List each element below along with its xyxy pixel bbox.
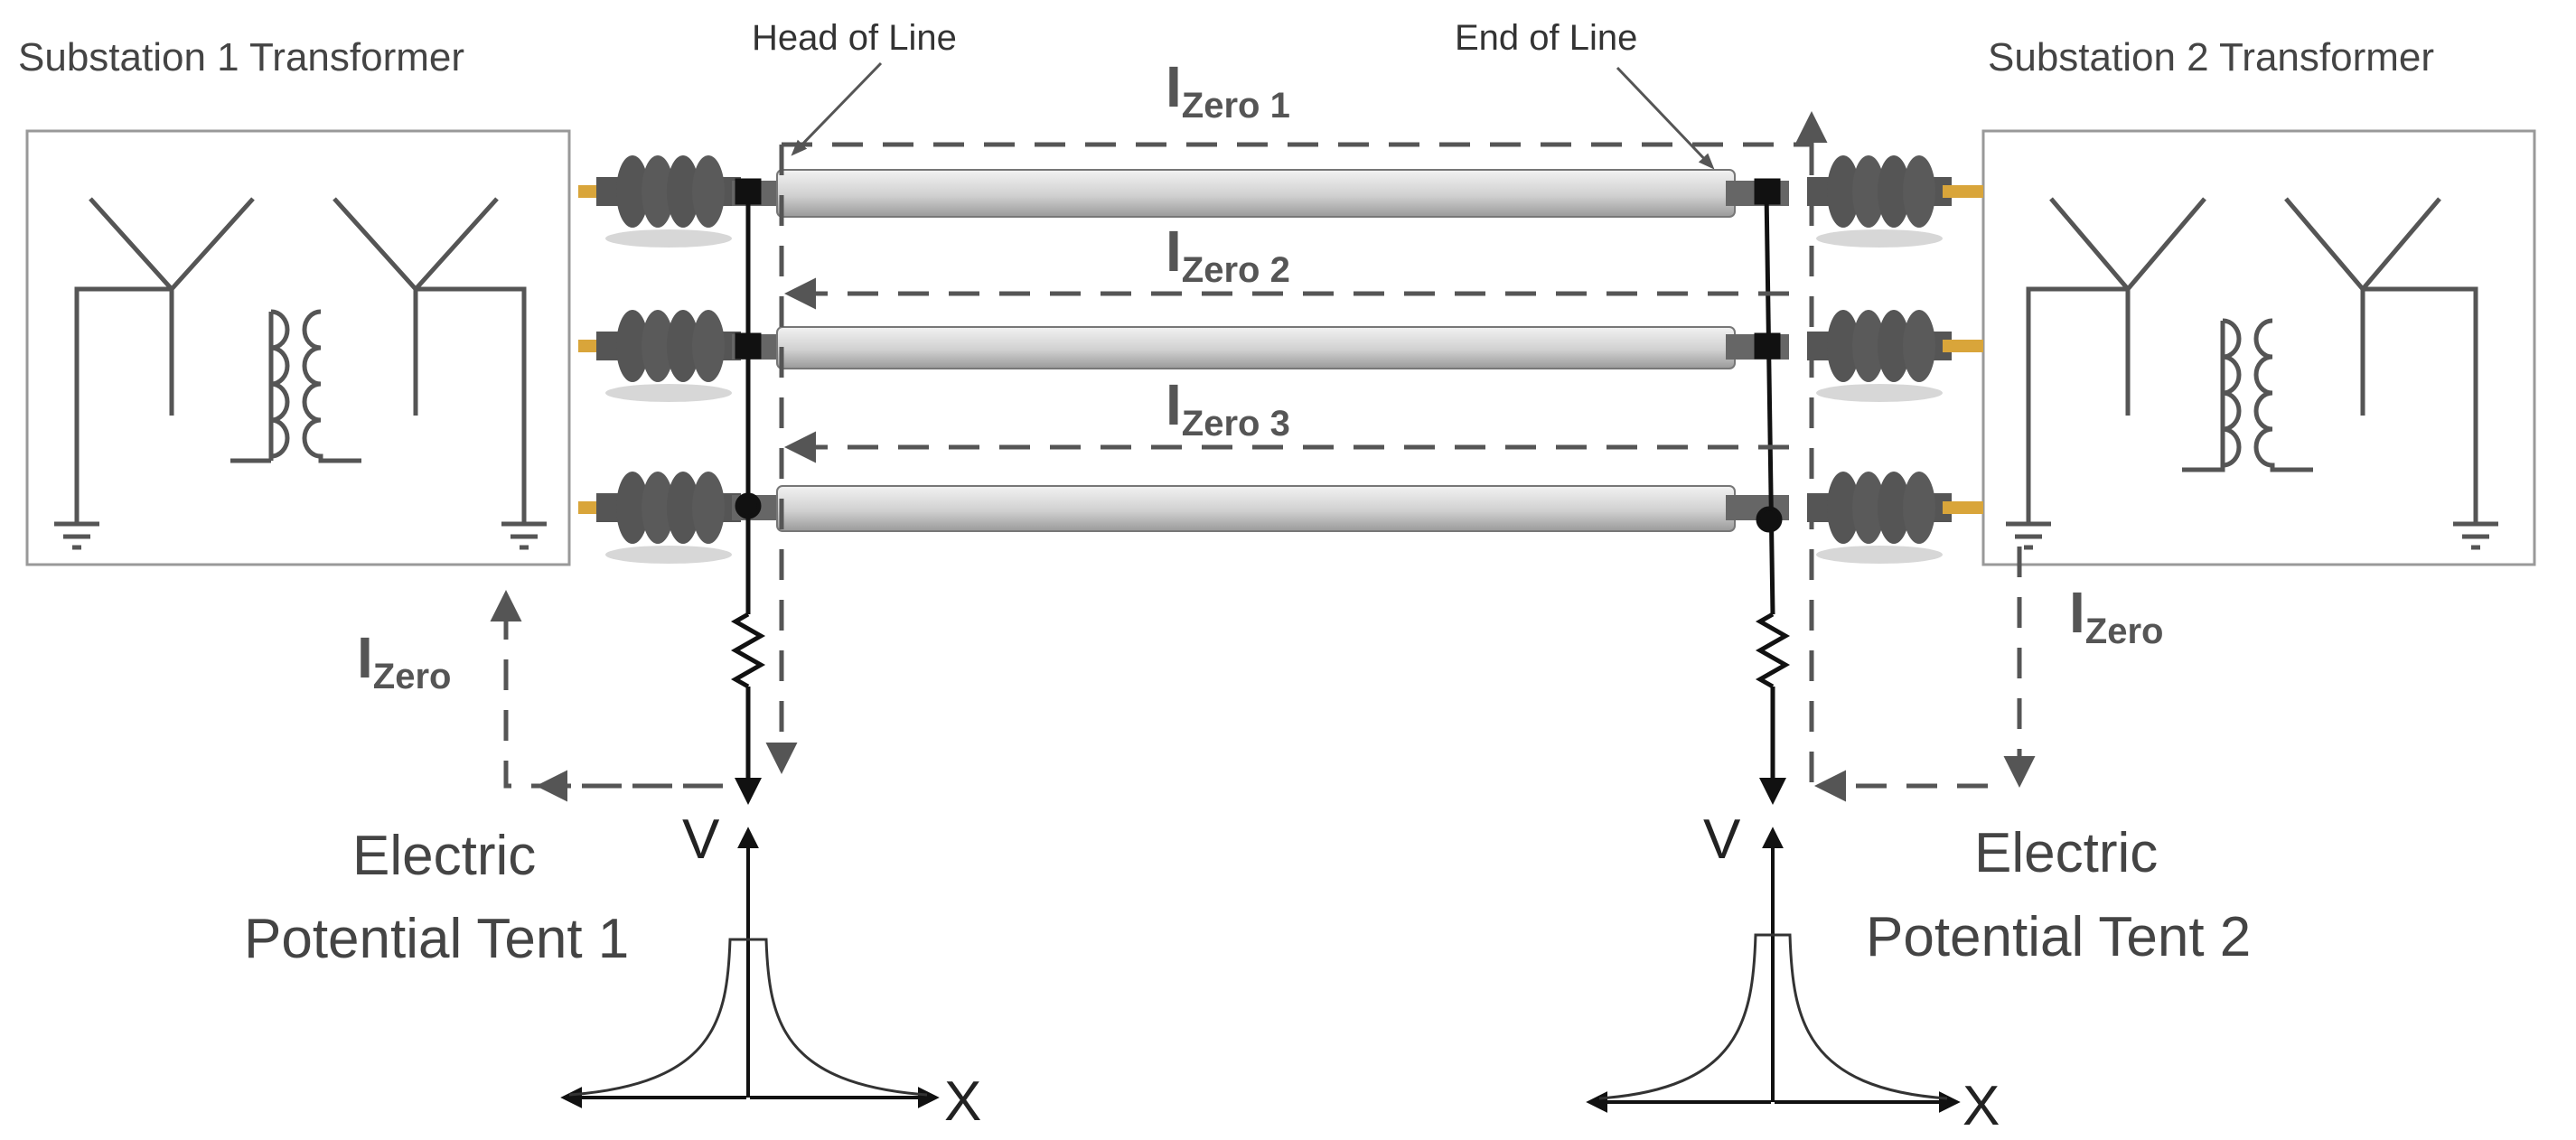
substation-2: Substation 2 Transformer	[1981, 35, 2536, 566]
insulator-1-left	[596, 155, 741, 248]
right-return-path	[1809, 145, 1834, 789]
potential-tent-2: Electric Potential Tent 2 V X	[1586, 808, 2251, 1137]
insulator-1-right	[1807, 155, 1952, 248]
tent-2-x-label: X	[1962, 1075, 2000, 1137]
current-labels: IZero 1 IZero 2 IZero 3 IZero IZero	[357, 54, 2163, 696]
tent-1-v-label: V	[682, 808, 720, 871]
head-of-line-pointer	[791, 61, 883, 156]
insulator-3-right	[1807, 472, 1952, 564]
tent-2-line2: Potential Tent 2	[1866, 906, 2251, 968]
izero2-label: IZero 2	[1166, 219, 1290, 290]
izero-right-label: IZero	[2069, 580, 2163, 651]
insulator-3-left	[596, 472, 741, 564]
tent-1-curve	[568, 938, 928, 1097]
tent-2-v-label: V	[1703, 808, 1741, 871]
insulator-2-right	[1807, 310, 1952, 402]
izero-left-label: IZero	[357, 625, 451, 696]
substation-1-transformer-symbol	[54, 197, 547, 550]
end-of-line-pointer	[1616, 66, 1715, 170]
grounding-right	[1754, 178, 1791, 805]
current-paths	[490, 111, 2036, 802]
substation-2-transformer-symbol	[2006, 197, 2498, 550]
tent-2-line1: Electric	[1974, 822, 2158, 884]
substation-1-box	[25, 129, 571, 566]
izero3-label: IZero 3	[1166, 372, 1290, 444]
pointer-labels: Head of Line End of Line	[752, 18, 1715, 170]
izero1-label: IZero 1	[1166, 54, 1290, 126]
grounding-left	[730, 178, 766, 805]
conductor-2	[776, 326, 1736, 369]
conductor-1	[776, 169, 1736, 218]
head-of-line-label: Head of Line	[752, 18, 957, 58]
end-of-line-label: End of Line	[1455, 18, 1637, 58]
tent-1-line2: Potential Tent 1	[244, 908, 629, 970]
phase-3	[578, 472, 1983, 564]
tent-1-x-label: X	[944, 1070, 981, 1133]
tent-1-line1: Electric	[352, 825, 536, 887]
insulator-2-left	[596, 310, 741, 402]
substation-1-title: Substation 1 Transformer	[18, 35, 464, 79]
left-ground-return	[490, 590, 714, 789]
substation-1: Substation 1 Transformer	[18, 35, 571, 566]
tent-2-curve	[1598, 933, 1948, 1100]
izero1-path	[782, 111, 1828, 147]
conductor-3	[776, 485, 1736, 532]
potential-tent-1: Electric Potential Tent 1 V X	[244, 808, 981, 1133]
substation-2-title: Substation 2 Transformer	[1988, 35, 2434, 79]
